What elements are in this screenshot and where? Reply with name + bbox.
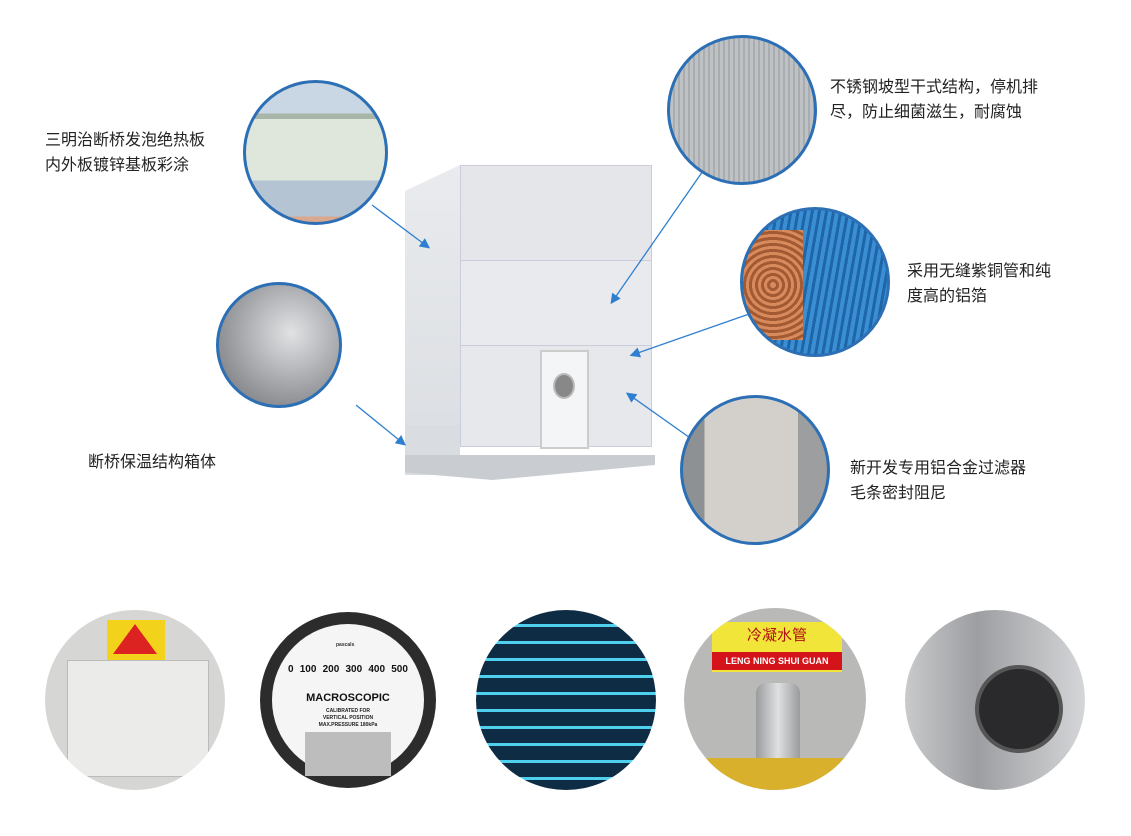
air-handling-unit bbox=[405, 165, 655, 495]
gauge-scale: 0 100 200 300 400 500 bbox=[288, 664, 408, 675]
drain-pan-photo bbox=[667, 35, 817, 185]
arrow bbox=[629, 312, 753, 358]
caption-line: 断桥保温结构箱体 bbox=[88, 452, 217, 471]
gauge-brand: MACROSCOPIC bbox=[306, 692, 390, 704]
drain-label-cn: 冷凝水管 bbox=[746, 626, 807, 644]
gauge-notes: CALIBRATED FOR VERTICAL POSITION MAX.PRE… bbox=[260, 708, 436, 729]
caption-line: 采用无缝紫铜管和纯 bbox=[907, 261, 1052, 280]
condensate-pipe-photo: 冷凝水管 LENG NING SHUI GUAN bbox=[684, 608, 866, 790]
caption-drain-pan: 不锈钢坡型干式结构，停机排 尽，防止细菌滋生，耐腐蚀 bbox=[830, 74, 1038, 124]
gauge-tick: 0 bbox=[288, 664, 294, 675]
caption-line: 度高的铝箔 bbox=[907, 286, 988, 305]
electrical-box-photo bbox=[45, 610, 225, 790]
caption-line: 三明治断桥发泡绝热板 bbox=[45, 130, 206, 149]
arrow bbox=[625, 392, 694, 441]
drain-label-en: LENG NING SHUI GUAN bbox=[712, 652, 842, 670]
aluminum-fin-photo bbox=[476, 610, 656, 790]
fan-belt-photo bbox=[905, 610, 1085, 790]
frame-corner-photo bbox=[216, 282, 342, 408]
gauge-tick: 500 bbox=[391, 664, 408, 675]
caption-line: 不锈钢坡型干式结构，停机排 bbox=[830, 77, 1039, 96]
gauge-tick: 300 bbox=[345, 664, 363, 675]
caption-line: 新开发专用铝合金过滤器 bbox=[850, 458, 1027, 477]
caption-line: 毛条密封阻尼 bbox=[850, 483, 947, 502]
caption-sandwich-panel: 三明治断桥发泡绝热板 内外板镀锌基板彩涂 bbox=[45, 127, 205, 177]
caption-filter: 新开发专用铝合金过滤器 毛条密封阻尼 bbox=[850, 455, 1026, 505]
gauge-unit: pascals bbox=[336, 642, 355, 648]
gauge-tick: 400 bbox=[368, 664, 386, 675]
arrow bbox=[371, 204, 431, 249]
gauge-tick: 100 bbox=[299, 664, 317, 675]
gauge-note: CALIBRATED FOR bbox=[325, 708, 371, 714]
arrow bbox=[610, 167, 706, 305]
copper-coil-photo bbox=[740, 207, 890, 357]
caption-line: 内外板镀锌基板彩涂 bbox=[45, 155, 190, 174]
gauge-note: VERTICAL POSITION bbox=[322, 715, 374, 721]
sandwich-panel-photo bbox=[243, 80, 388, 225]
caption-coil: 采用无缝紫铜管和纯 度高的铝箔 bbox=[907, 258, 1051, 308]
pressure-gauge-photo: pascals 0 100 200 300 400 500 MACROSCOPI… bbox=[260, 612, 436, 788]
arrow bbox=[355, 404, 407, 446]
gauge-note: MAX.PRESSURE 180kPa bbox=[318, 722, 378, 728]
gauge-tick: 200 bbox=[322, 664, 340, 675]
caption-frame: 断桥保温结构箱体 bbox=[88, 449, 216, 474]
caption-line: 尽，防止细菌滋生，耐腐蚀 bbox=[830, 102, 1023, 121]
filter-photo bbox=[680, 395, 830, 545]
